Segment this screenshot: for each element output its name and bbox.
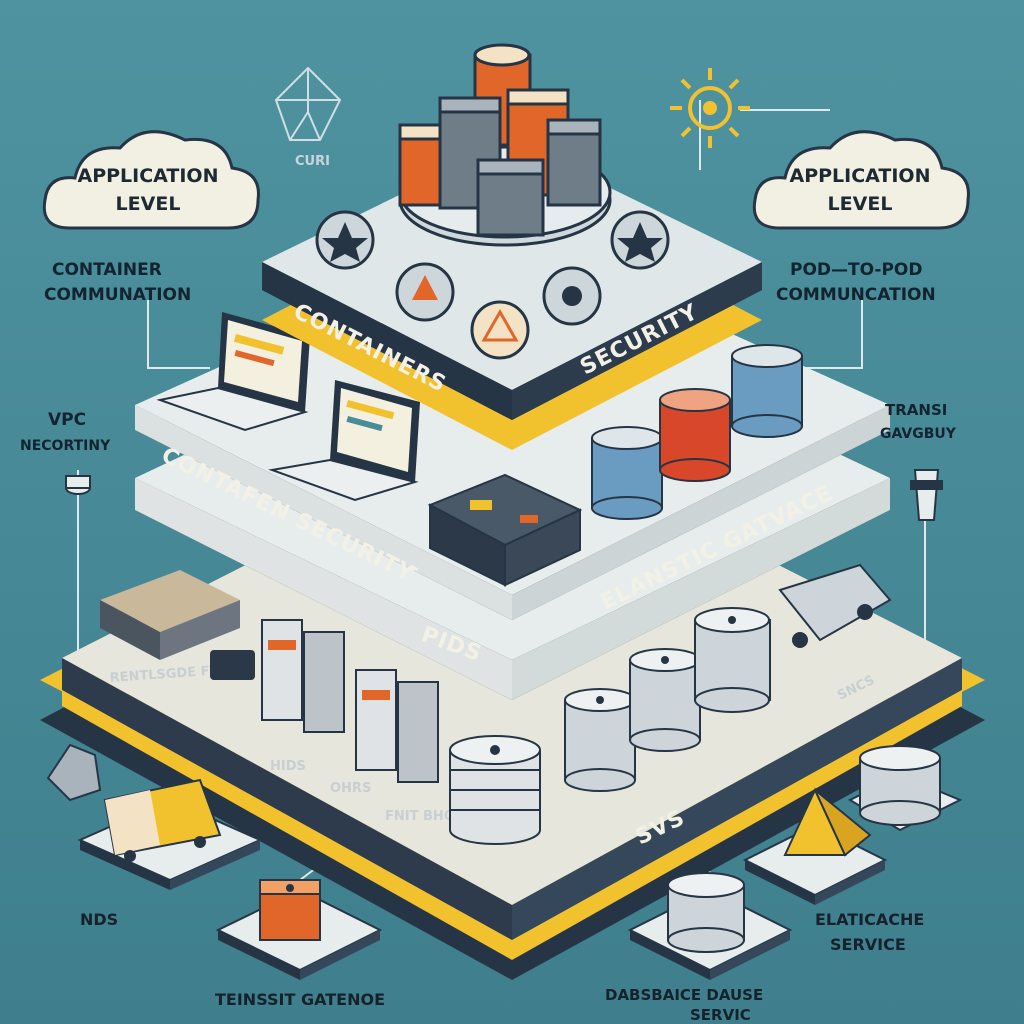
bottom-tier-equipment xyxy=(100,570,439,783)
bottom-tier-disks xyxy=(449,563,892,845)
cloud-right-line1: APPLICATION xyxy=(790,165,931,187)
band-ohrs: OHRS xyxy=(330,781,371,796)
container-comm-label-2: COMMUNATION xyxy=(44,285,191,305)
transit-gateway-icon xyxy=(910,469,943,521)
elasticache-label-2: SERVICE xyxy=(830,935,906,954)
cloud-right-line2: LEVEL xyxy=(828,193,893,215)
vpc-gateway-icon xyxy=(65,475,91,495)
band-dash: – xyxy=(408,556,420,581)
cloud-left-line2: LEVEL xyxy=(116,193,181,215)
container-stack xyxy=(398,43,612,247)
pod-comm-label-1: POD—TO-POD xyxy=(790,260,922,280)
network-graph-icon xyxy=(274,66,342,141)
transit-right-label-1: TRANSI xyxy=(885,401,947,419)
database-label-1: DABSBAICE DAUSE xyxy=(605,986,763,1004)
pod-comm-label-2: COMMUNCATION xyxy=(776,285,936,305)
transit-bottom-label: TEINSSIT GATENOE xyxy=(215,990,385,1009)
laptops xyxy=(156,312,420,502)
container-comm-label-1: CONTAINER xyxy=(52,260,162,280)
cloud-right xyxy=(752,130,970,230)
elasticache-platform xyxy=(742,787,888,905)
vpc-label-1: VPC xyxy=(48,410,86,430)
right-disk-platform xyxy=(847,745,963,832)
nds-label: NDS xyxy=(80,910,118,929)
sun-icon xyxy=(670,68,750,148)
small-gateway-icon xyxy=(46,743,102,802)
middle-tier-cylinders xyxy=(591,344,803,520)
database-label-2: SERVIC xyxy=(690,1006,751,1024)
nds-platform xyxy=(77,778,263,890)
transit-platform xyxy=(215,879,383,980)
top-small-label: CURI xyxy=(295,154,330,169)
band-hids: HIDS xyxy=(270,759,306,774)
database-platform xyxy=(627,872,793,980)
elasticache-label-1: ELATICACHE xyxy=(815,910,924,929)
cloud-left-line1: APPLICATION xyxy=(78,165,219,187)
network-device xyxy=(427,473,583,587)
security-badges xyxy=(315,210,670,360)
vpc-label-2: NECORTINY xyxy=(20,438,111,454)
transit-right-label-2: GAVGBUY xyxy=(880,426,957,442)
cloud-left xyxy=(42,130,260,230)
